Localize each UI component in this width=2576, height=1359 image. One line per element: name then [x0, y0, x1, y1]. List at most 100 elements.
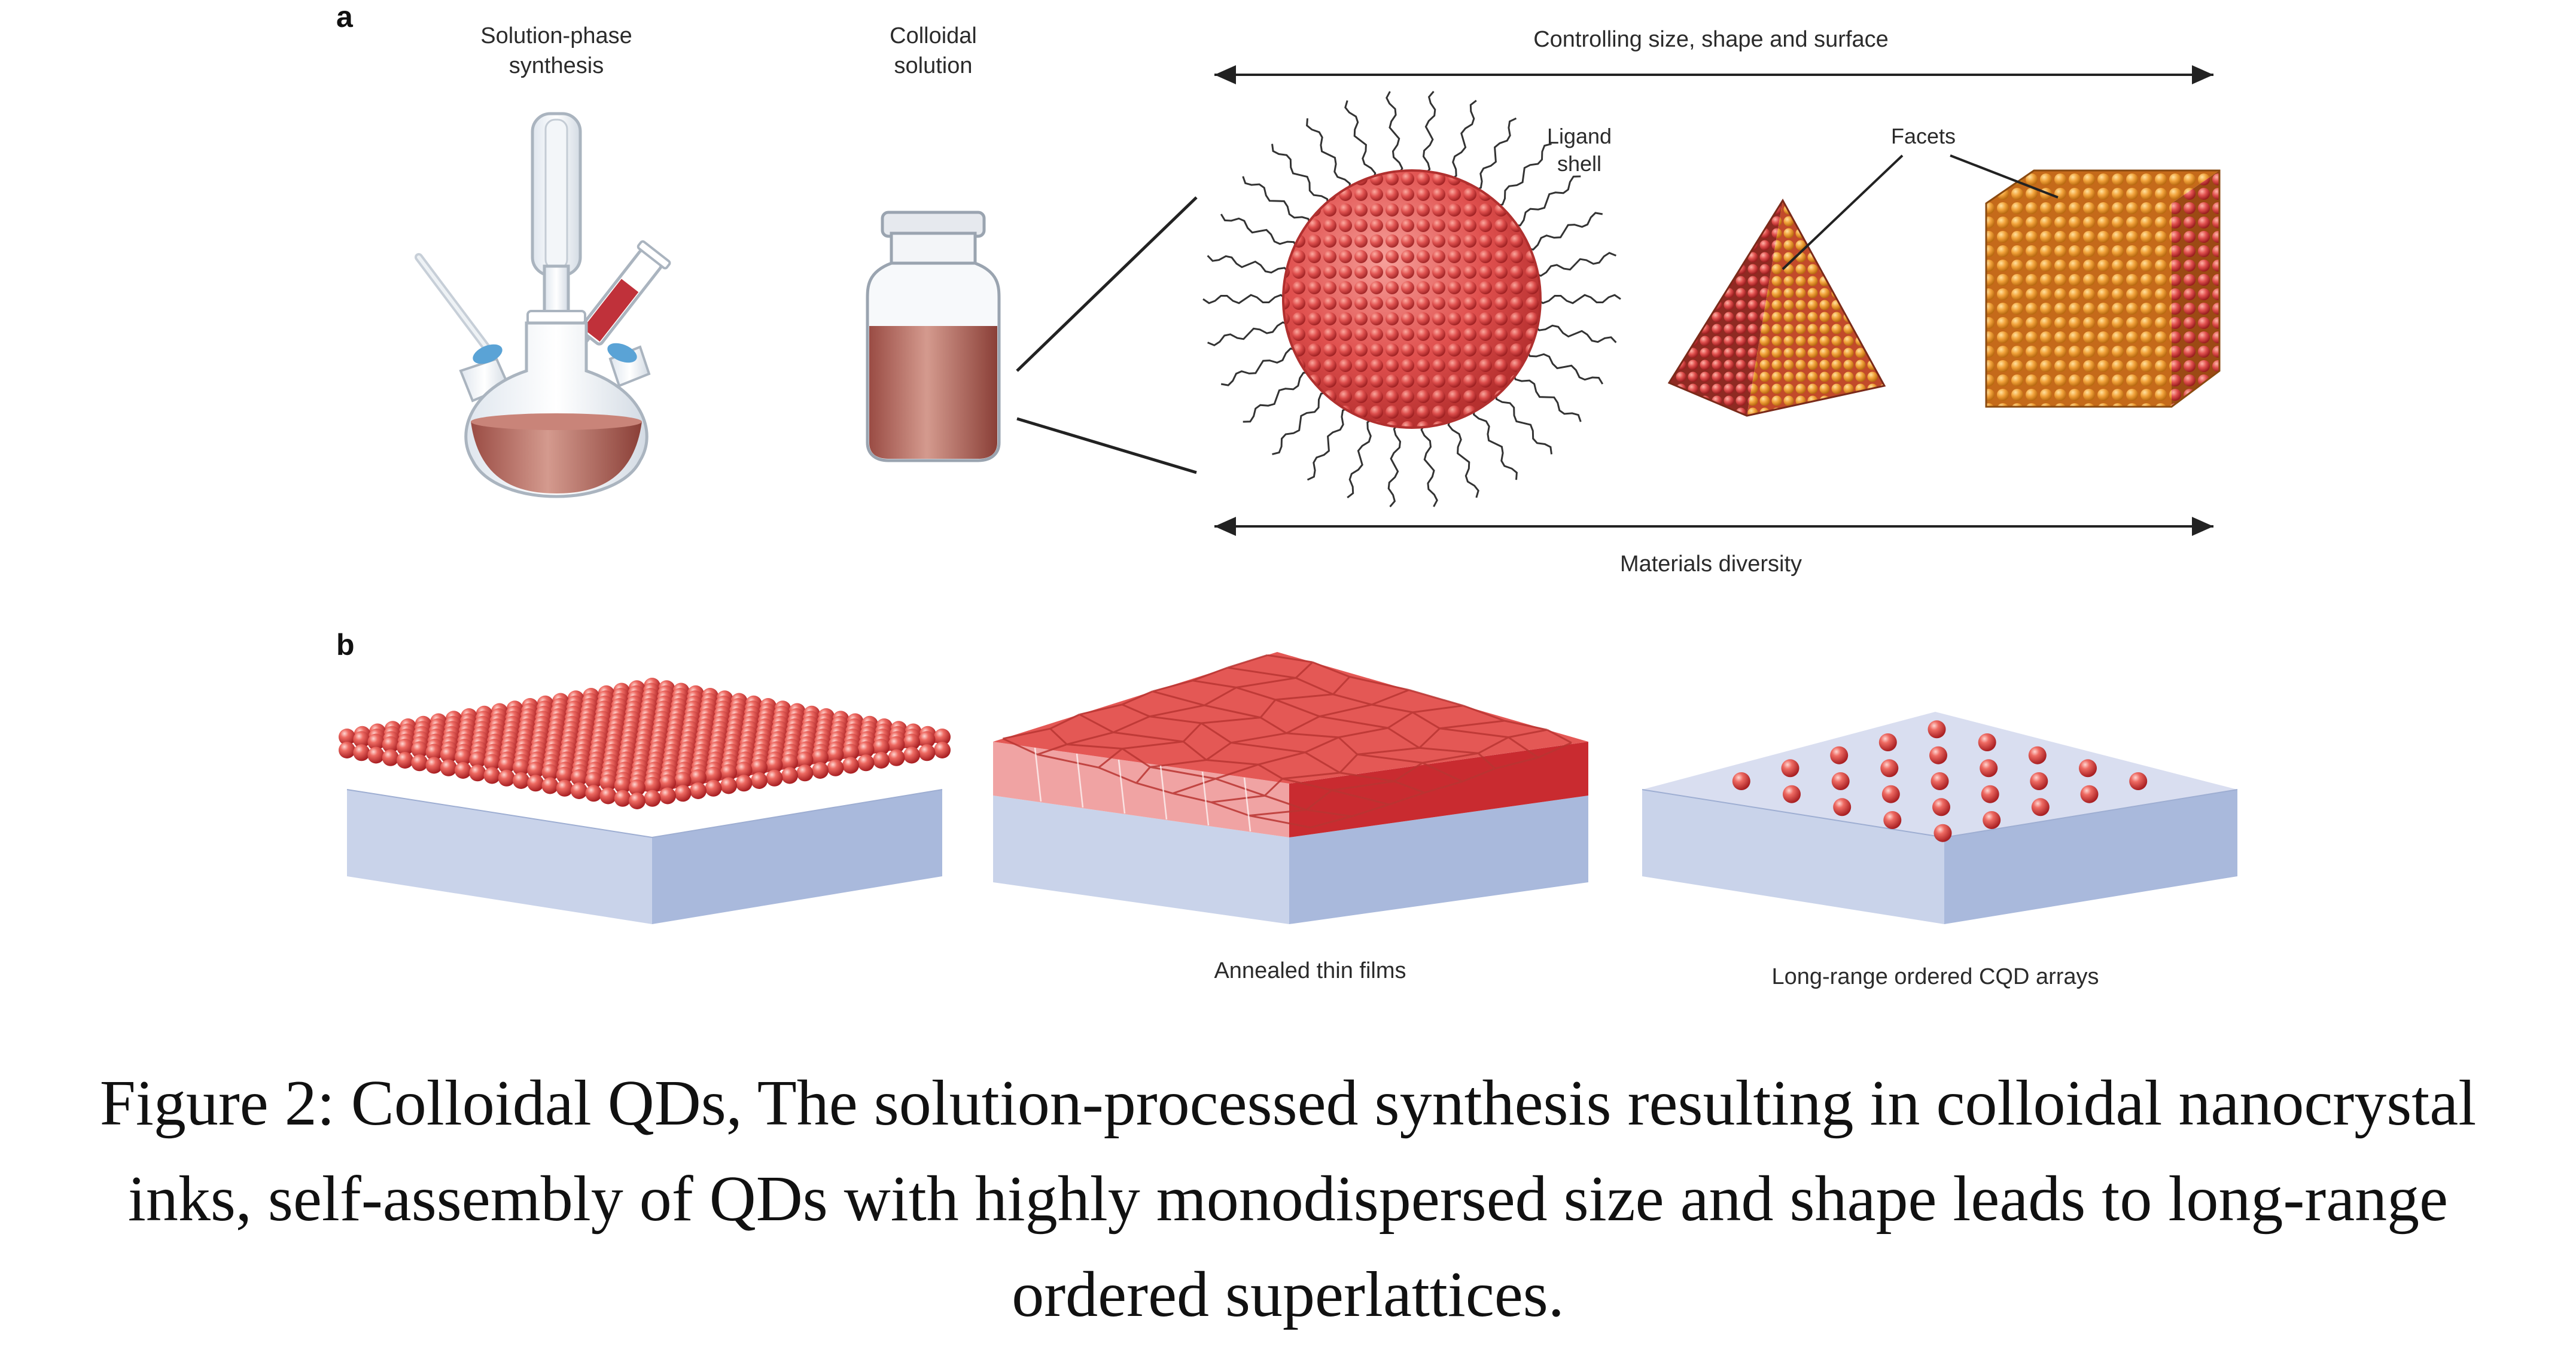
- qd-sphere: [690, 782, 707, 799]
- grain-boundary: [1267, 654, 1313, 663]
- top-arrow-label: Controlling size, shape and surface: [1533, 27, 1889, 52]
- ligand-chain: [1347, 417, 1374, 499]
- ligand-chain: [1536, 294, 1621, 304]
- grain-boundary: [1204, 687, 1237, 706]
- grain-boundary: [1002, 738, 1038, 755]
- reaction-flask-icon: [415, 112, 671, 498]
- grain-boundary: [1332, 676, 1351, 695]
- grain-boundary: [1333, 693, 1372, 706]
- grain-boundary-side: [1243, 777, 1252, 832]
- qd-sphere: [541, 764, 559, 781]
- grain-boundary: [1152, 690, 1205, 706]
- grain-boundary: [1150, 759, 1207, 768]
- grain-boundary-side: [1201, 771, 1210, 826]
- ordered-qd: [2129, 772, 2148, 790]
- qd-sphere: [455, 762, 471, 779]
- qd-sphere: [382, 749, 399, 766]
- qd-sphere: [827, 759, 844, 776]
- grain-boundary: [1231, 742, 1305, 754]
- grain-boundary: [1478, 752, 1496, 769]
- grain-boundary: [1286, 715, 1320, 735]
- ligand-chain: [1422, 90, 1436, 176]
- grain-boundary: [1211, 801, 1250, 816]
- grain-boundary: [1264, 778, 1283, 797]
- qd-sphere: [766, 756, 783, 773]
- grain-boundary: [1236, 686, 1276, 701]
- grain-boundary: [1201, 717, 1261, 724]
- qd-sphere: [873, 752, 890, 769]
- grain-boundary: [1149, 715, 1202, 724]
- panel-a-label: a: [336, 0, 354, 33]
- grain-boundary: [1037, 744, 1067, 755]
- grain-boundary: [1408, 689, 1464, 707]
- ligand-shell-nanocrystal: [1202, 90, 1621, 508]
- qd-sphere: [599, 774, 617, 791]
- ligand-chain: [1533, 252, 1616, 277]
- qd-sphere: [339, 742, 355, 758]
- grain-boundary: [1227, 666, 1296, 679]
- grain-boundary: [1211, 794, 1265, 803]
- grain-boundary: [1393, 762, 1423, 782]
- qd-sphere: [735, 761, 753, 779]
- ligand-chain: [1202, 294, 1287, 304]
- ligand-chain: [1242, 176, 1312, 226]
- qd-sphere: [425, 757, 443, 774]
- ordered-qd: [1783, 785, 1801, 803]
- grain-boundary: [1049, 714, 1080, 730]
- qd-sphere: [498, 756, 515, 773]
- synthesis-label-line2: synthesis: [509, 53, 604, 78]
- grain-boundary: [1304, 736, 1339, 754]
- qd-sphere: [644, 790, 661, 807]
- qd-sphere: [735, 775, 753, 792]
- grain-boundary: [1257, 763, 1283, 780]
- caption-line-1: Figure 2: Colloidal QDs, The solution-pr…: [99, 1068, 2477, 1139]
- ordered-array-block: [1642, 712, 2238, 924]
- panel-b-label: b: [336, 628, 355, 662]
- ordered-qd: [1833, 798, 1852, 816]
- grain-boundary: [1149, 704, 1205, 718]
- ordered-qd: [1978, 733, 1996, 751]
- grain-boundary: [1310, 815, 1353, 828]
- qd-sphere: [527, 761, 544, 779]
- grain-boundary: [1389, 791, 1425, 806]
- qd-sphere: [659, 787, 676, 805]
- grain-boundary: [1260, 717, 1287, 735]
- qd-sphere: [455, 749, 471, 766]
- facets-label: Facets: [1891, 124, 1956, 148]
- grain-boundary: [1136, 782, 1173, 794]
- grain-boundary: [1319, 715, 1389, 729]
- grain-boundary: [1215, 778, 1265, 797]
- zoom-line-bottom: [1016, 417, 1197, 474]
- grain-boundary: [1461, 767, 1496, 782]
- grain-boundary: [1257, 751, 1305, 766]
- qd-sphere: [781, 754, 798, 771]
- grain-boundary-side: [1034, 747, 1042, 802]
- qd-sphere: [644, 776, 661, 794]
- ligand-chain: [1473, 117, 1517, 192]
- ligand-chain: [1220, 348, 1298, 386]
- qd-sphere: [934, 742, 951, 758]
- colloid-vial-icon: [866, 211, 1001, 462]
- qd-sphere: [440, 759, 457, 776]
- qd-sphere: [382, 736, 399, 753]
- qd-sphere: [842, 744, 859, 761]
- grain-boundary: [1172, 778, 1216, 794]
- ordered-qd: [1831, 772, 1850, 790]
- grain-boundary: [1412, 711, 1441, 730]
- qd-sphere: [367, 746, 385, 764]
- ordered-qd: [1980, 759, 1998, 778]
- qd-sphere: [873, 739, 890, 755]
- grain-boundary: [1282, 772, 1340, 780]
- grain-boundary: [1319, 703, 1372, 718]
- grain-boundary: [1439, 727, 1509, 739]
- qd-sphere: [571, 782, 587, 799]
- caption-line-3: ordered superlattices.: [1012, 1259, 1564, 1330]
- grain-boundary: [1264, 794, 1307, 811]
- qd-sphere: [903, 746, 920, 764]
- colloid-label-line1: Colloidal: [890, 23, 977, 48]
- grain-boundary: [1494, 757, 1539, 770]
- qd-sphere: [720, 777, 737, 794]
- grain-boundary: [1201, 722, 1232, 744]
- ligand-chain: [1220, 214, 1299, 249]
- ligand-chain: [1450, 99, 1477, 181]
